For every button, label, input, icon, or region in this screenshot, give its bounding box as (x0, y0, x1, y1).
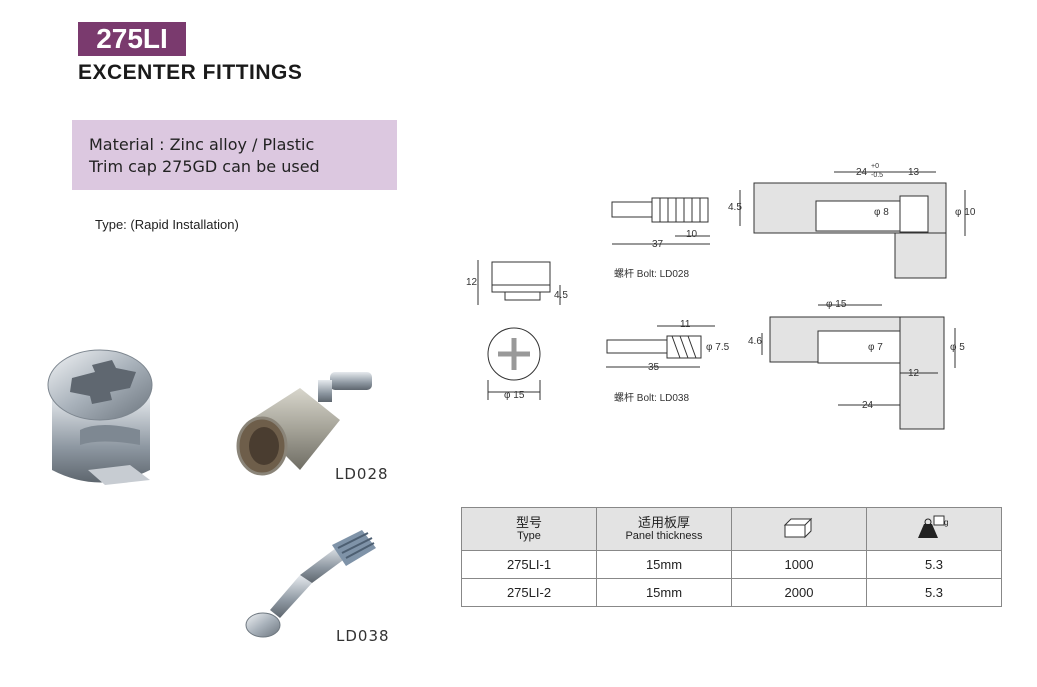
ld028-thread-label: 4.5 (728, 202, 742, 213)
type-line: Type: (Rapid Installation) (95, 217, 239, 232)
cam-lock-photo (47, 349, 153, 485)
weight-unit: g (944, 517, 949, 527)
material-box: Material : Zinc alloy / Plastic Trim cap… (72, 120, 397, 190)
weight-cell: 5.3 (866, 578, 1002, 607)
type-cell: 275LI-1 (461, 550, 597, 579)
type-header-en: Type (517, 530, 541, 542)
ld028-shank-label: 10 (686, 229, 698, 240)
ld028-drill-tol-top: +0 (871, 163, 879, 170)
weight-icon (917, 515, 945, 538)
ld038-bolt-caption: 螺杆 Bolt: LD038 (614, 393, 690, 404)
ld038-bore-label: φ 5 (950, 342, 965, 353)
table-row: 275LI-1 15mm 1000 5.3 (461, 550, 1002, 579)
ld028-edge-label: 13 (908, 167, 920, 178)
type-header: 型号 Type (461, 507, 597, 551)
ld028-drill-tol-bottom: -0.5 (871, 172, 884, 179)
cam-diameter-label: φ 15 (504, 390, 525, 401)
product-code-badge: 275LI (78, 22, 186, 56)
ld038-hole-label: φ 7 (868, 342, 883, 353)
ld028-drill-label: 24 (856, 167, 868, 178)
box-icon (783, 517, 813, 538)
ld028-length-label: 37 (652, 239, 664, 250)
cam-offset-label: 4.5 (554, 290, 568, 301)
quantity-header (731, 507, 867, 551)
ld038-edge-label: 12 (908, 368, 920, 379)
weight-cell: 5.3 (866, 550, 1002, 579)
ld028-photo-label: LD028 (335, 465, 389, 483)
ld038-length-label: 35 (648, 362, 660, 373)
ld028-bolt-caption: 螺杆 Bolt: LD028 (614, 269, 690, 280)
ld028-dimension-drawing (611, 171, 966, 279)
page-title: EXCENTER FITTINGS (78, 61, 303, 84)
cam-height-label: 12 (466, 277, 478, 288)
table-row: 275LI-2 15mm 2000 5.3 (461, 578, 1002, 607)
ld038-drill-label: 24 (862, 400, 874, 411)
ld038-bolt-photo (245, 530, 376, 638)
ld028-bore-label: φ 10 (955, 207, 976, 218)
type-cell: 275LI-2 (461, 578, 597, 607)
ld038-thread-label: 4.6 (748, 336, 762, 347)
panel-cell: 15mm (596, 550, 732, 579)
ld028-hole-label: φ 8 (874, 207, 889, 218)
ld038-cam-diameter-label: φ 15 (826, 299, 847, 310)
panel-cell: 15mm (596, 578, 732, 607)
weight-header: g (866, 507, 1002, 551)
ld038-photo-label: LD038 (336, 627, 390, 645)
ld038-dimension-drawing (606, 304, 956, 430)
material-line: Material : Zinc alloy / Plastic (89, 135, 315, 154)
cam-dimension-drawing (477, 260, 561, 400)
panel-header: 适用板厚 Panel thickness (596, 507, 732, 551)
table-header-row: 型号 Type 适用板厚 Panel thickness g (461, 507, 1002, 551)
ld038-shank-label: 11 (680, 319, 691, 330)
quantity-cell: 1000 (731, 550, 867, 579)
quantity-cell: 2000 (731, 578, 867, 607)
panel-header-en: Panel thickness (625, 530, 703, 542)
type-header-cn: 型号 (515, 515, 542, 530)
ld028-bolt-photo (236, 372, 372, 476)
panel-header-cn: 适用板厚 (637, 515, 690, 530)
ld038-diameter-label: φ 7.5 (706, 342, 730, 353)
trim-cap-line: Trim cap 275GD can be used (89, 157, 320, 176)
spec-table: 型号 Type 适用板厚 Panel thickness g (461, 507, 1002, 607)
